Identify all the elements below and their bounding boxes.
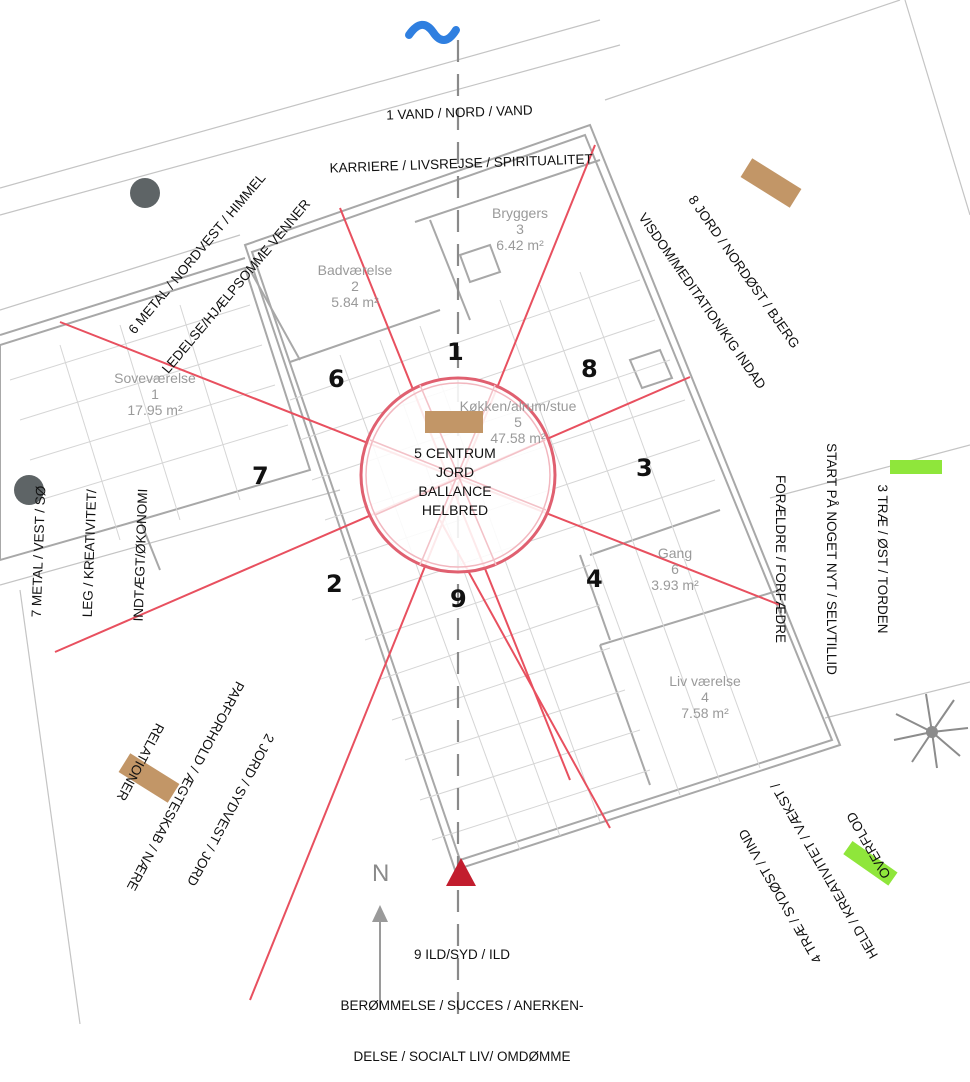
label-north-line-2: KARRIERE / LIVSREJSE / SPIRITUALITET (329, 151, 594, 176)
room-gang-number: 6 (671, 561, 679, 577)
label-west-line-1: 7 METAL / VEST / SØ (28, 485, 49, 618)
palm-tree-icon (893, 693, 969, 769)
room-badvaerelse: Badværelse 2 5.84 m² (300, 262, 410, 310)
earth-rect-icon (425, 411, 483, 433)
center-line-2: JORD (435, 464, 475, 480)
zone-number-9: 9 (450, 585, 467, 613)
north-arrow-icon (372, 905, 388, 1010)
earth-rect-icon (118, 753, 180, 803)
room-livvaerelse-area: 7.58 m² (681, 705, 729, 721)
center-line-3: BALLANCE (418, 483, 492, 499)
room-kokken-name: Køkken/alrum/stue (459, 398, 577, 414)
earth-rect-icon (740, 158, 802, 208)
label-west-line-2: LEG / KREATIVITET/ (79, 489, 100, 618)
room-livvaerelse-name: Liv værelse (669, 673, 741, 689)
room-gang: Gang 6 3.93 m² (630, 545, 720, 593)
room-kokken: Køkken/alrum/stue 5 47.58 m² (448, 398, 588, 446)
room-bryggers: Bryggers 3 6.42 m² (470, 205, 570, 253)
center-label: 5 CENTRUM JORD BALLANCE HELBRED (380, 444, 530, 520)
label-north: 1 VAND / NORD / VAND KARRIERE / LIVSREJS… (298, 64, 622, 194)
label-south-line-2: BERØMMELSE / SUCCES / ANERKEN- (340, 998, 584, 1013)
room-bryggers-number: 3 (516, 221, 524, 237)
zone-number-6: 6 (328, 365, 345, 393)
room-sovevaerelse-number: 1 (151, 386, 159, 402)
center-circle-inner (365, 382, 551, 568)
room-kokken-number: 5 (514, 414, 522, 430)
room-livvaerelse-number: 4 (701, 689, 709, 705)
label-south: 9 ILD/SYD / ILD BERØMMELSE / SUCCES / AN… (322, 912, 602, 1082)
water-wave-icon (405, 20, 460, 44)
zone-number-8: 8 (581, 355, 598, 383)
zone-number-4: 4 (586, 565, 603, 593)
label-east-line-2: START PÅ NOGET NYT / SELVTILLID (824, 443, 839, 675)
zone-number-2: 2 (326, 570, 343, 598)
wood-rect-icon (890, 460, 942, 474)
room-gang-area: 3.93 m² (651, 577, 699, 593)
room-badvaerelse-area: 5.84 m² (331, 294, 379, 310)
room-kokken-area: 47.58 m² (490, 430, 546, 446)
room-livvaerelse: Liv værelse 4 7.58 m² (650, 673, 760, 721)
zone-number-7: 7 (252, 462, 269, 490)
fire-triangle-icon (446, 858, 476, 886)
label-south-line-1: 9 ILD/SYD / ILD (413, 947, 511, 962)
room-sovevaerelse-area: 17.95 m² (127, 402, 183, 418)
floorplan-walls (0, 123, 842, 872)
room-sovevaerelse-name: Soveværelse (114, 370, 196, 386)
label-north-line-1: 1 VAND / NORD / VAND (385, 102, 533, 123)
label-east-line-3: FORÆLDRE / FORFÆDRE (773, 474, 788, 643)
room-badvaerelse-number: 2 (351, 278, 359, 294)
metal-dot-icon (14, 475, 44, 505)
room-bryggers-name: Bryggers (491, 205, 549, 221)
label-east-line-1: 3 TRÆ / ØST / TORDEN (875, 484, 890, 634)
room-bryggers-area: 6.42 m² (496, 237, 544, 253)
site-lines (0, 0, 970, 1024)
center-line-1: 5 CENTRUM (414, 445, 496, 461)
label-west-line-3: INDTÆGT/ØKONOMI (130, 488, 151, 622)
label-southeast-line-2: HELD / KREATIVITET / VÆKST / (767, 780, 881, 962)
floorplan-diagram (0, 0, 970, 1024)
label-east: 3 TRÆ / ØST / TORDEN START PÅ NOGET NYT … (755, 429, 925, 689)
center-line-4: HELBRED (421, 502, 489, 518)
room-gang-name: Gang (657, 545, 693, 561)
zone-number-1: 1 (447, 338, 464, 366)
zone-number-3: 3 (636, 454, 653, 482)
compass-n-letter: N (372, 860, 390, 887)
room-sovevaerelse: Soveværelse 1 17.95 m² (95, 370, 215, 418)
metal-dot-icon (130, 178, 160, 208)
room-badvaerelse-name: Badværelse (317, 262, 393, 278)
label-south-line-3: DELSE / SOCIALT LIV/ OMDØMME (353, 1049, 571, 1064)
label-west: 7 METAL / VEST / SØ LEG / KREATIVITET/ I… (0, 465, 169, 641)
wood-rect-icon (843, 840, 898, 886)
